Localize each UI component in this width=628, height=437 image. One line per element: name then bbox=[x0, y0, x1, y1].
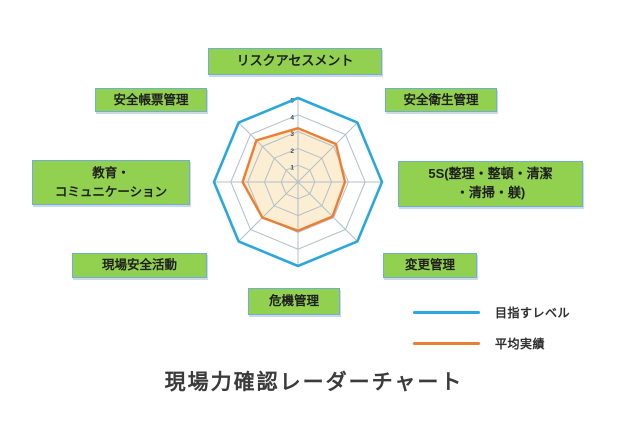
axis-tick-label: 3 bbox=[290, 131, 294, 138]
axis-tick-label: 4 bbox=[290, 114, 294, 121]
grid-spoke bbox=[238, 181, 299, 242]
category-label-site-safety-activities: 現場安全活動 bbox=[72, 253, 207, 278]
legend-swatch bbox=[413, 310, 480, 314]
axis-tick-label: 2 bbox=[290, 148, 294, 155]
label-line: 安全帳票管理 bbox=[113, 92, 189, 107]
label-line: 変更管理 bbox=[404, 258, 455, 273]
label-line: 教育・ bbox=[92, 166, 130, 181]
grid-spoke bbox=[238, 122, 299, 183]
legend-item-target: 目指すレベル bbox=[413, 303, 613, 321]
actual-area-fill bbox=[242, 128, 345, 231]
legend: 目指すレベル 平均実績 bbox=[413, 303, 613, 365]
category-label-safety-forms-management: 安全帳票管理 bbox=[95, 88, 207, 112]
label-line: コミュニケーション bbox=[54, 184, 168, 199]
label-line: リスクアセスメント bbox=[236, 53, 354, 69]
legend-item-actual: 平均実績 bbox=[413, 334, 613, 352]
legend-swatch bbox=[413, 341, 480, 345]
label-line: 5S(整理・整頓・清潔 bbox=[428, 166, 553, 182]
category-label-5s: 5S(整理・整頓・清潔 ・清掃・躾) bbox=[398, 161, 583, 207]
label-line: 現場安全活動 bbox=[101, 258, 177, 273]
category-label-crisis-management: 危機管理 bbox=[248, 288, 340, 315]
label-line: 危機管理 bbox=[268, 294, 319, 309]
label-line: ・清掃・躾) bbox=[455, 185, 526, 200]
legend-label: 目指すレベル bbox=[495, 305, 571, 320]
grid-spoke bbox=[297, 181, 358, 242]
page-title: 現場力確認レーダーチャート bbox=[164, 371, 464, 394]
legend-label: 平均実績 bbox=[495, 336, 546, 351]
category-label-change-management: 変更管理 bbox=[383, 253, 477, 278]
category-label-education-communication: 教育・ コミュニケーション bbox=[32, 160, 190, 205]
category-label-safety-health-management: 安全衛生管理 bbox=[385, 88, 497, 112]
label-line: 安全衛生管理 bbox=[403, 92, 479, 107]
grid-spoke bbox=[297, 122, 358, 183]
series-target-level bbox=[212, 96, 384, 268]
axis-tick-label: 1 bbox=[290, 165, 294, 172]
series-average-actual bbox=[241, 127, 347, 232]
category-label-risk-assessment: リスクアセスメント bbox=[208, 48, 382, 75]
